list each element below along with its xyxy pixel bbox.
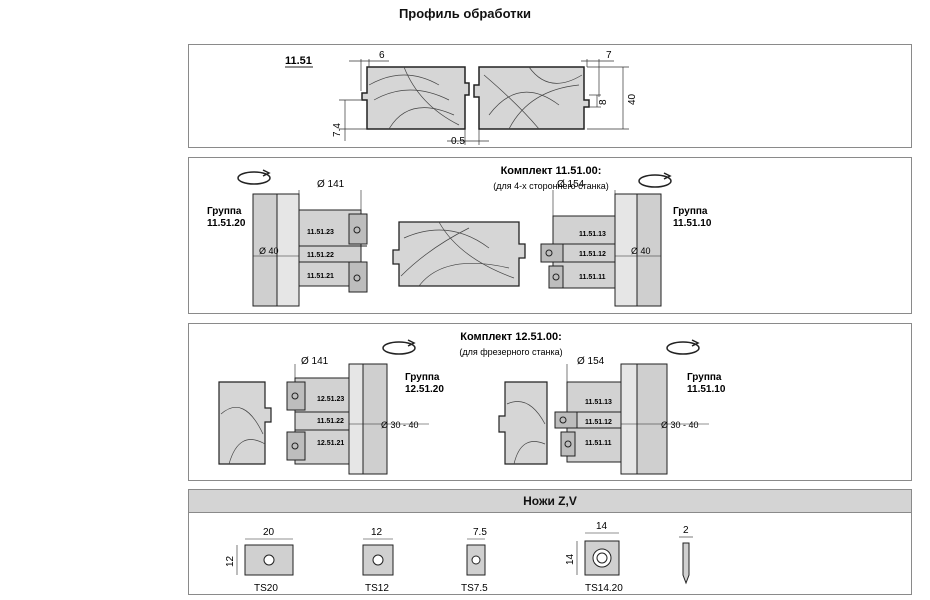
set2-right-part-3: 11.51.11 [585, 440, 612, 447]
set2-right-group-label: Группа [687, 372, 722, 383]
set1-right-group-code: 11.51.10 [673, 218, 712, 229]
knife-ts20: 20 12 TS20 [225, 527, 294, 594]
knife-ts14-20: 14 14 TS14.20 [565, 521, 623, 594]
set1-left-part-3: 11.51.21 [307, 273, 334, 280]
set2-right-part-2: 11.51.12 [585, 419, 612, 426]
set2-left-cutter [286, 363, 388, 475]
set2-left-part-3: 12.51.21 [317, 440, 344, 447]
set2-left-group-label: Группа [405, 372, 440, 383]
rotation-arrow-icon [638, 172, 672, 188]
set1-left-part-1: 11.51.23 [307, 229, 334, 236]
set1-right-bore: Ø 40 [631, 246, 651, 256]
set2-left-part-2: 11.51.22 [317, 418, 344, 425]
set1-right-part-2: 11.51.12 [579, 251, 606, 258]
knife-ts14-20-name: TS14.20 [585, 583, 623, 594]
set2-right-diam: Ø 154 [577, 356, 605, 367]
set2-right-group-code: 11.51.10 [687, 384, 726, 395]
board-profile [361, 66, 590, 130]
set2-right-part-1: 11.51.13 [585, 399, 612, 406]
set2-panel: Комплект 12.51.00: (для фрезерного станк… [188, 323, 912, 481]
rotation-arrow-icon [666, 339, 700, 355]
rotation-arrow-icon [237, 169, 271, 185]
set2-left-part-1: 12.51.23 [317, 396, 344, 403]
set1-left-group-label: Группа [207, 206, 242, 217]
set1-left-cutter [252, 193, 368, 307]
set1-workpiece [392, 221, 526, 287]
knife-ts20-name: TS20 [254, 583, 278, 594]
dim-0-5: 0.5 [451, 136, 465, 147]
set2-left-workpiece [218, 381, 272, 465]
set2-right-workpiece [498, 381, 548, 465]
dim-6: 6 [379, 50, 385, 61]
knife-ts20-height: 12 [225, 555, 236, 567]
set1-drawing: Комплект 11.51.00: (для 4-х стороннего с… [207, 165, 712, 307]
knife-ts7-5-width: 7.5 [473, 527, 487, 538]
set1-left-diam: Ø 141 [317, 179, 345, 190]
knife-ts20-width: 20 [263, 527, 275, 538]
knife-ts12-width: 12 [371, 527, 383, 538]
set2-right-cutter [554, 363, 668, 475]
set1-right-diam: Ø 154 [557, 179, 585, 190]
set2-title: Комплект 12.51.00: [460, 331, 561, 343]
set2-left-bore: Ø 30 - 40 [381, 420, 419, 430]
knife-ts14-20-width: 14 [596, 521, 608, 532]
profile-panel: 11.51 [188, 44, 912, 148]
page-title: Профиль обработки [398, 6, 532, 21]
set2-right-bore: Ø 30 - 40 [661, 420, 699, 430]
knife-ts7-5: 7.5 TS7.5 [461, 527, 488, 594]
set1-right-part-3: 11.51.11 [579, 274, 606, 281]
set1-right-part-1: 11.51.13 [579, 231, 606, 238]
knife-ts12-name: TS12 [365, 583, 389, 594]
knife-side-width: 2 [683, 525, 689, 536]
knife-ts14-20-height: 14 [565, 553, 576, 565]
set1-left-bore: Ø 40 [259, 246, 279, 256]
dim-7-4: 7.4 [332, 123, 343, 137]
set1-left-part-2: 11.51.22 [307, 252, 334, 259]
set2-subtitle: (для фрезерного станка) [459, 347, 562, 357]
set1-right-group-label: Группа [673, 206, 708, 217]
profile-code: 11.51 [285, 55, 312, 67]
knives-title: Ножи Z,V [189, 490, 911, 513]
set2-drawing: Комплект 12.51.00: (для фрезерного станк… [218, 331, 726, 475]
profile-drawing: 11.51 [285, 50, 638, 147]
set1-right-cutter [540, 193, 662, 307]
set2-left-diam: Ø 141 [301, 356, 329, 367]
knives-panel: Ножи Z,V 20 12 TS20 12 TS12 7.5 TS7.5 [188, 489, 912, 595]
set1-panel: Комплект 11.51.00: (для 4-х стороннего с… [188, 157, 912, 314]
dim-8: 8 [598, 99, 609, 105]
knives-drawing: 20 12 TS20 12 TS12 7.5 TS7.5 14 [225, 521, 693, 594]
dim-7: 7 [606, 50, 612, 61]
set1-left-group-code: 11.51.20 [207, 218, 246, 229]
set1-title: Комплект 11.51.00: [501, 165, 602, 177]
knife-ts12: 12 TS12 [362, 527, 394, 594]
knife-side-view: 2 [679, 525, 693, 585]
set2-left-group-code: 12.51.20 [405, 384, 444, 395]
knife-ts7-5-name: TS7.5 [461, 583, 488, 594]
dim-40: 40 [627, 93, 638, 105]
rotation-arrow-icon [382, 339, 416, 355]
set1-subtitle: (для 4-х стороннего станка) [493, 181, 609, 191]
